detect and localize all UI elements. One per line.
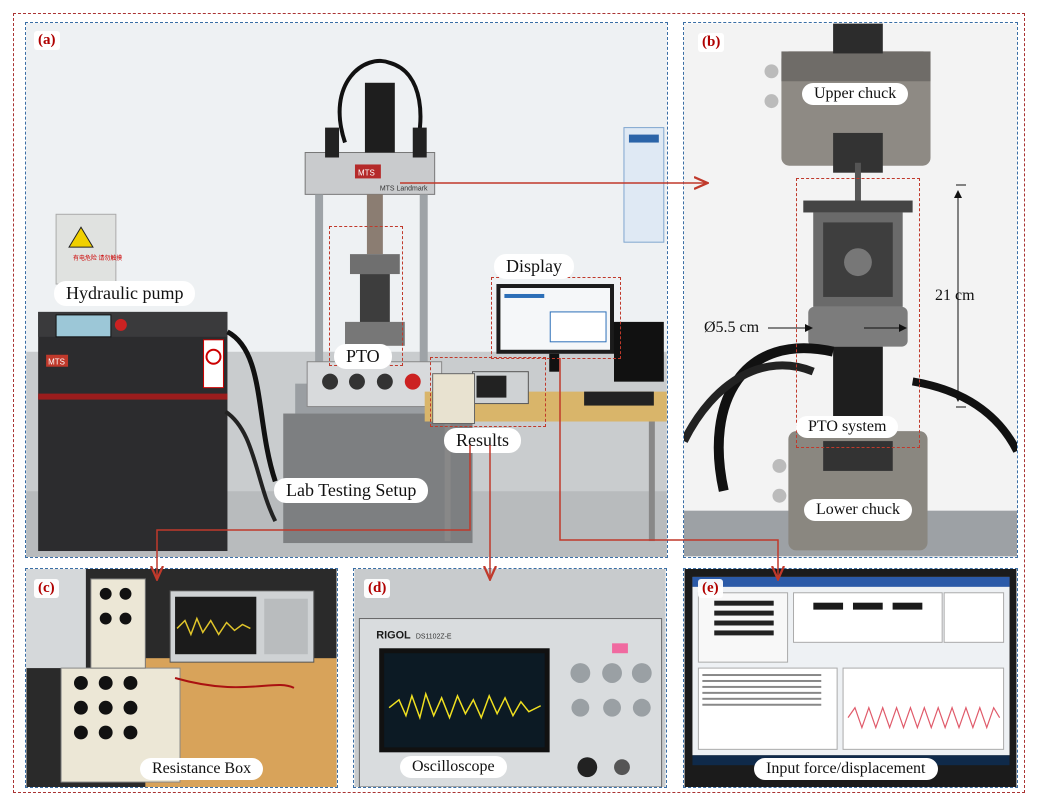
pto-system-highlight-box: [796, 178, 920, 448]
panel-a: 有电危险 请勿触摸 MTS MTS MTS Landmark: [25, 22, 668, 558]
input-force-label: Input force/displacement: [754, 758, 938, 780]
diameter-label: Ø5.5 cm: [704, 319, 760, 336]
hydraulic-pump-label: Hydraulic pump: [54, 281, 196, 306]
figure-outer-frame: [13, 13, 1025, 793]
lab-setup-label: Lab Testing Setup: [274, 478, 429, 503]
lower-chuck-label: Lower chuck: [804, 499, 912, 521]
resistance-box-label: Resistance Box: [140, 758, 264, 780]
resistance-box-photo: [26, 569, 337, 787]
panel-e-tag: (e): [698, 579, 723, 598]
height-label: 21 cm: [935, 287, 975, 304]
pto-system-label: PTO system: [796, 416, 899, 438]
display-label: Display: [494, 254, 574, 279]
frame-mts-logo: MTS: [358, 168, 375, 177]
panel-e: (e) Input force/displacement: [683, 568, 1018, 788]
panel-c: (c) Resistance Box: [25, 568, 338, 788]
software-screen-photo: [684, 569, 1017, 787]
rigol-model-text: DS1102Z-E: [416, 633, 452, 640]
pto-closeup-photo: [684, 23, 1017, 557]
dimension-lines: [768, 184, 966, 408]
results-label: Results: [444, 428, 522, 453]
upper-chuck-label: Upper chuck: [802, 83, 909, 105]
panel-b: (b) Upper chuck 21 cm Ø5.5 cm PTO system…: [683, 22, 1018, 558]
display-highlight-box: [491, 277, 621, 359]
oscilloscope-photo: RIGOL DS1102Z-E: [354, 569, 666, 787]
rigol-brand-text: RIGOL: [376, 629, 411, 641]
results-highlight-box: [430, 357, 546, 427]
pto-label: PTO: [334, 344, 392, 369]
panel-a-tag: (a): [34, 31, 60, 50]
warning-sign-text: 有电危险 请勿触摸: [73, 254, 122, 262]
pump-mts-logo: MTS: [48, 358, 65, 367]
oscilloscope-label: Oscilloscope: [400, 756, 507, 778]
panel-d: RIGOL DS1102Z-E (d) Oscilloscope: [353, 568, 667, 788]
panel-c-tag: (c): [34, 579, 59, 598]
panel-d-tag: (d): [364, 579, 391, 598]
panel-b-tag: (b): [698, 33, 725, 52]
frame-model-text: MTS Landmark: [380, 185, 428, 192]
